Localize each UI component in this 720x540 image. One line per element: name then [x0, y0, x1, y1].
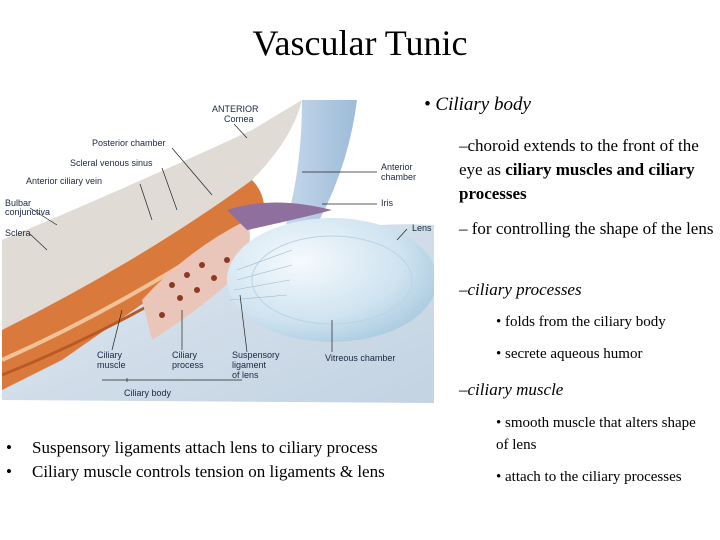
bottom-bullet-1-text: Suspensory ligaments attach lens to cili…: [32, 438, 378, 457]
label-iris: Iris: [381, 198, 393, 208]
ciliary-body-diagram: ANTERIOR Cornea Posterior chamber Sclera…: [2, 100, 434, 403]
label-ciliary-muscle-2: muscle: [97, 360, 126, 370]
label-ciliary-process-2: process: [172, 360, 204, 370]
label-suspensory-1: Suspensory: [232, 350, 280, 360]
label-ant-chamber-1: Anterior: [381, 162, 413, 172]
label-lens: Lens: [412, 223, 432, 233]
label-suspensory-2: ligament: [232, 360, 267, 370]
bottom-bullet-2: • Ciliary muscle controls tension on lig…: [6, 460, 385, 484]
lens-shape: [227, 218, 434, 342]
sclera-shape: [2, 100, 302, 330]
label-ant-chamber-2: chamber: [381, 172, 416, 182]
label-ciliary-process-1: Ciliary: [172, 350, 198, 360]
bottom-bullet-1: • Suspensory ligaments attach lens to ci…: [6, 436, 385, 460]
slide-title: Vascular Tunic: [252, 23, 468, 63]
label-cornea: Cornea: [224, 114, 254, 124]
label-vitreous: Vitreous chamber: [325, 353, 395, 363]
paragraph-choroid-text: –choroid extends to the front of the eye…: [459, 136, 699, 179]
ciliary-process-shape: [142, 220, 250, 340]
label-bulbar-2: conjunctiva: [5, 207, 50, 217]
label-anterior: ANTERIOR: [212, 104, 259, 114]
heading-ciliary-body: • Ciliary body: [424, 94, 531, 115]
paragraph-lens-shape: – for controlling the shape of the lens: [459, 219, 714, 238]
label-ciliary-muscle-1: Ciliary: [97, 350, 123, 360]
bottom-bullet-list: • Suspensory ligaments attach lens to ci…: [6, 436, 385, 484]
label-bulbar-1: Bulbar: [5, 198, 31, 208]
label-ant-ciliary-vein: Anterior ciliary vein: [26, 176, 102, 186]
iris-shape: [227, 202, 332, 230]
subheading-ciliary-muscle: –ciliary muscle: [459, 380, 564, 399]
label-posterior-chamber: Posterior chamber: [92, 138, 166, 148]
bullet-marker: •: [6, 462, 12, 481]
bullet-marker: •: [6, 438, 12, 457]
bullet-smooth-muscle: • smooth muscle that alters shape of len…: [496, 415, 696, 453]
subheading-ciliary-processes: –ciliary processes: [459, 280, 582, 299]
label-suspensory-3: of lens: [232, 370, 259, 380]
bullet-folds: • folds from the ciliary body: [496, 314, 666, 330]
bottom-bullet-2-text: Ciliary muscle controls tension on ligam…: [32, 462, 385, 481]
bullet-secrete: • secrete aqueous humor: [496, 346, 643, 362]
bullet-attach: • attach to the ciliary processes: [496, 469, 682, 485]
paragraph-choroid: –choroid extends to the front of the eye…: [459, 134, 717, 206]
paragraph-choroid-bold: ciliary muscles and ciliary processes: [459, 160, 695, 203]
label-sclera: Sclera: [5, 228, 31, 238]
label-scleral-sinus: Scleral venous sinus: [70, 158, 153, 168]
ciliary-muscle-shape: [2, 180, 265, 390]
label-ciliary-body: Ciliary body: [124, 388, 172, 398]
